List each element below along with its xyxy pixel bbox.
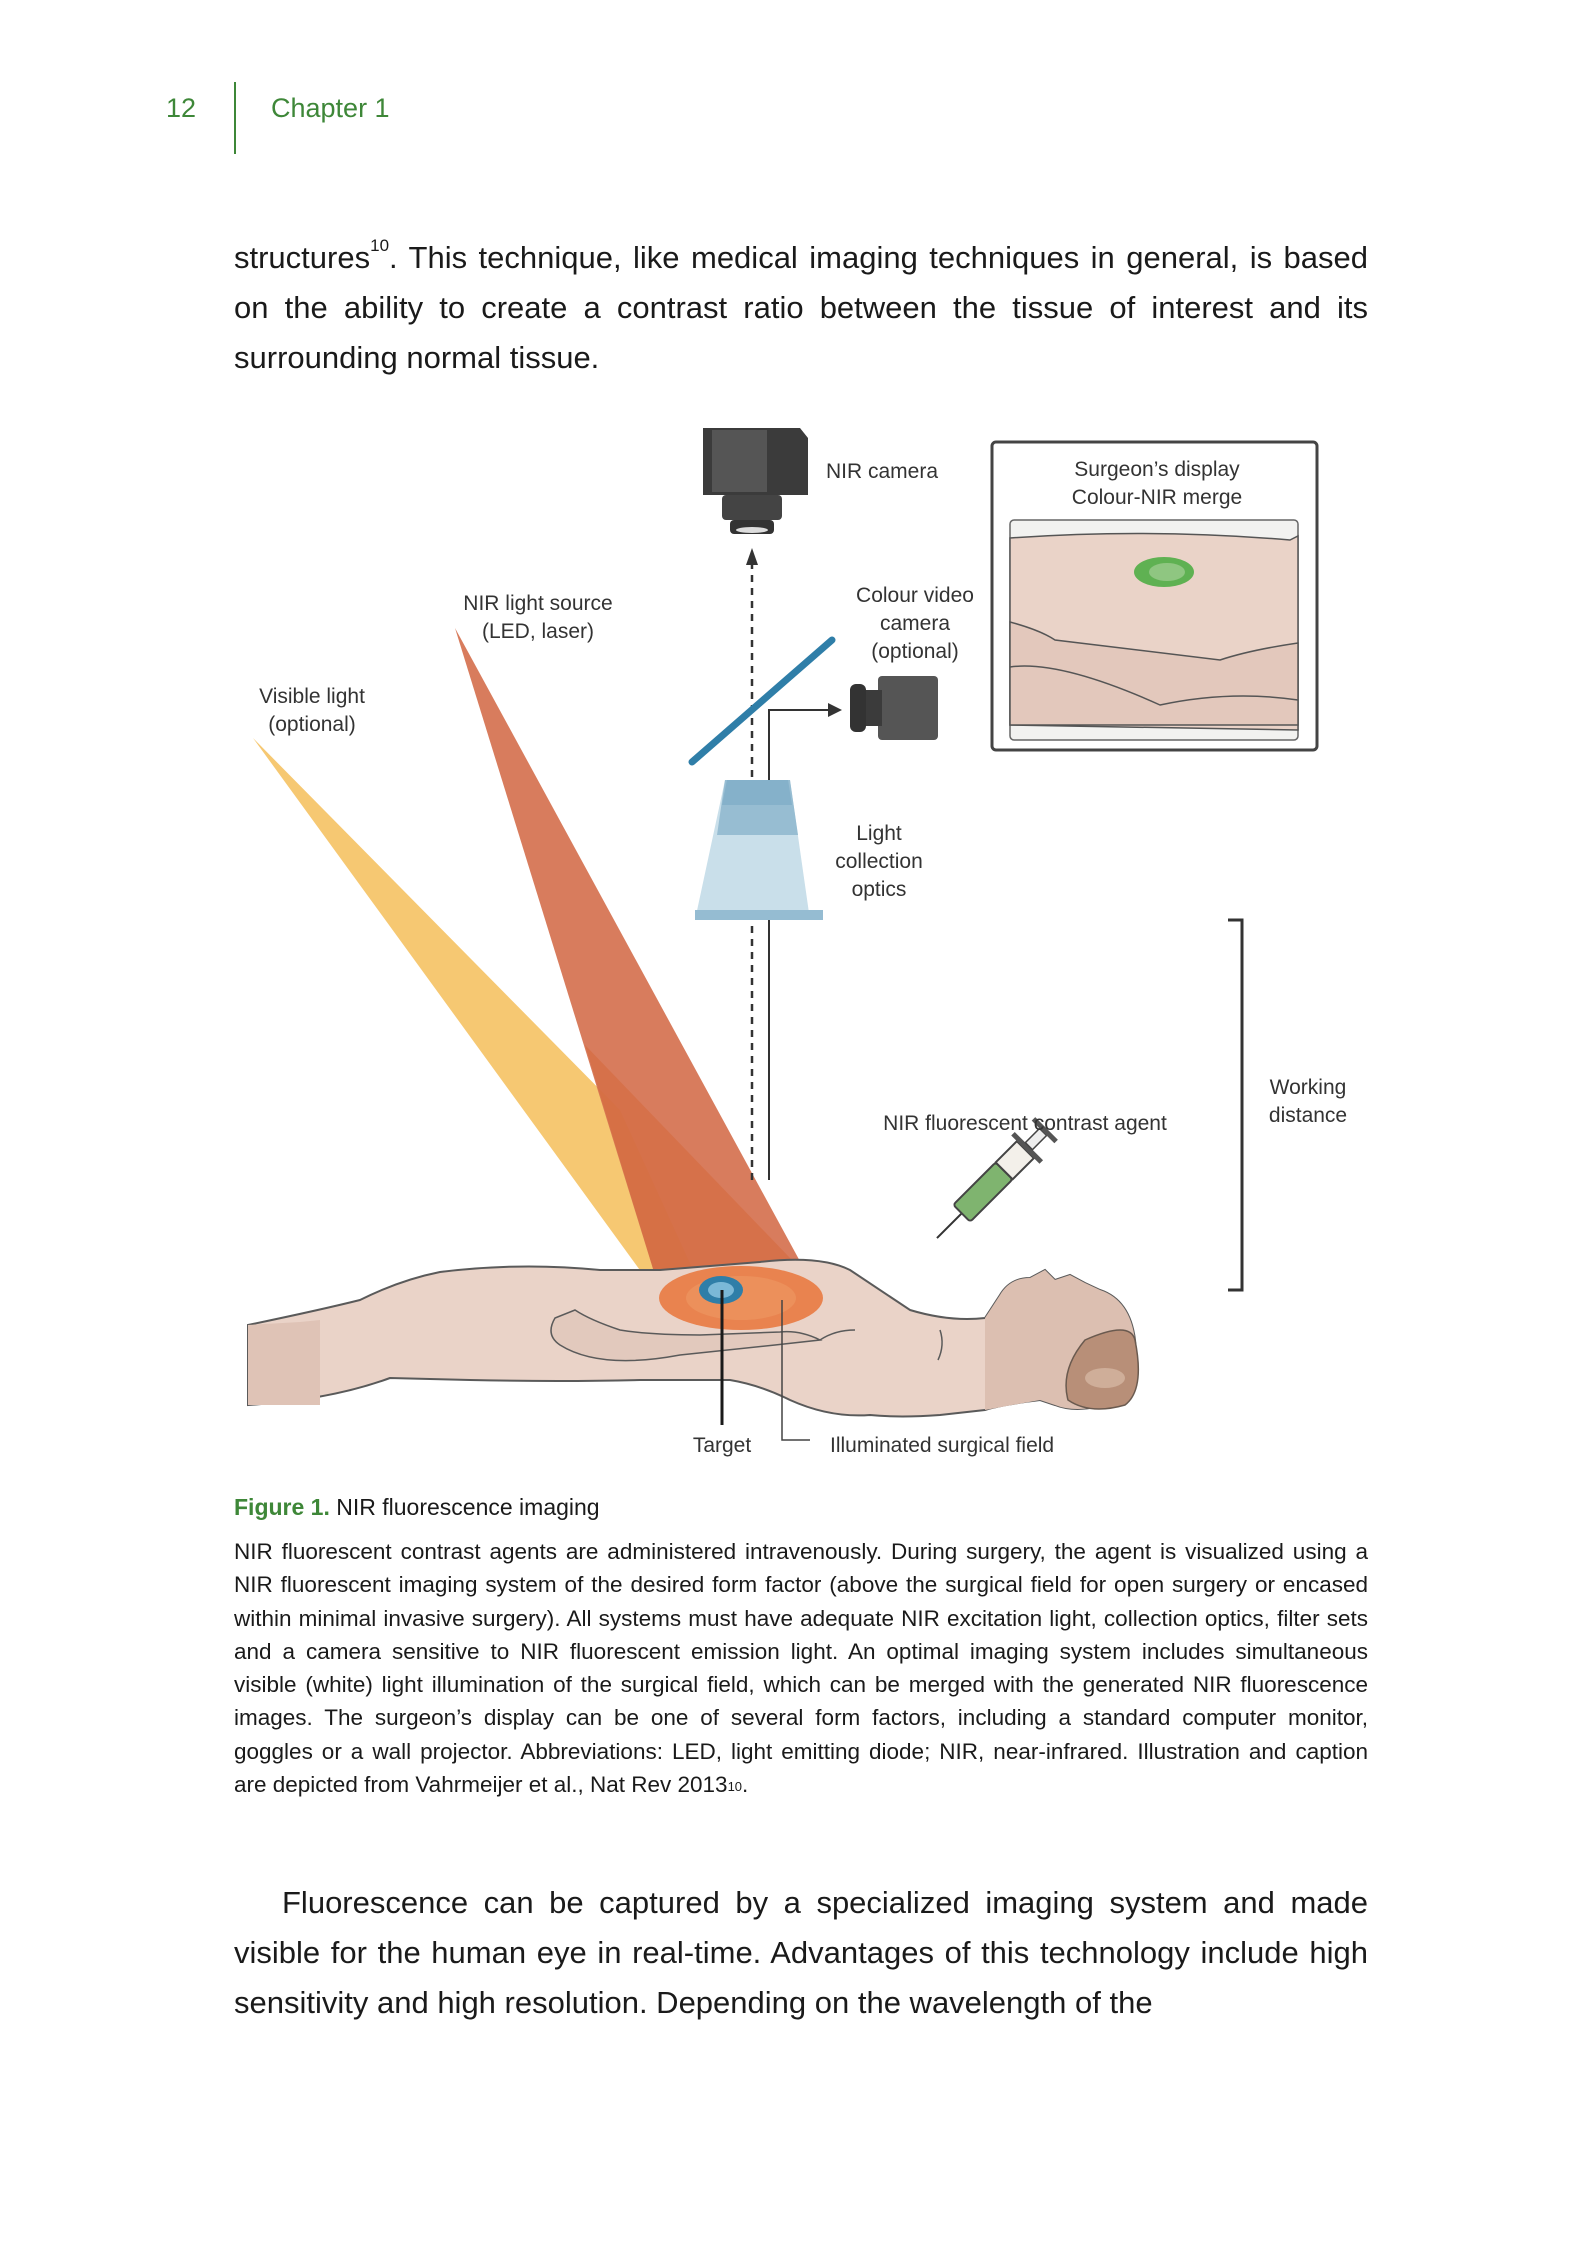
caption-text: NIR fluorescent contrast agents are admi… <box>234 1539 1368 1798</box>
label-working-2: distance <box>1269 1104 1347 1127</box>
label-visible-1: Visible light <box>259 685 365 708</box>
label-colour-cam-1: Colour video <box>856 584 974 607</box>
figure-label: Figure 1. <box>234 1494 330 1520</box>
paragraph-top: structures10. This technique, like medic… <box>234 233 1368 383</box>
page-number: 12 <box>166 93 197 123</box>
figure-caption-title: Figure 1. NIR fluorescence imaging <box>234 1494 600 1521</box>
label-working-1: Working <box>1270 1076 1347 1099</box>
label-target: Target <box>693 1434 752 1457</box>
figure-title: NIR fluorescence imaging <box>329 1494 600 1520</box>
figure-nir-imaging: NIR camera Surgeon’s display Colour-NIR … <box>230 420 1380 1470</box>
label-contrast-agent: NIR fluorescent contrast agent <box>883 1112 1167 1135</box>
paragraph-bottom: Fluorescence can be captured by a specia… <box>234 1885 1368 2020</box>
surgeons-display <box>990 440 1319 752</box>
label-optics-2: collection <box>835 850 923 873</box>
citation-ref[interactable]: 10 <box>370 236 390 255</box>
citation-ref[interactable]: 10 <box>727 1779 743 1795</box>
label-optics-3: optics <box>852 878 907 901</box>
dichroic-mirror <box>688 636 836 766</box>
figure-caption-body: NIR fluorescent contrast agents are admi… <box>234 1535 1368 1801</box>
visible-light-beam <box>253 738 700 1285</box>
label-display-2: Colour-NIR merge <box>1072 486 1242 509</box>
label-nir-source-1: NIR light source <box>463 592 612 615</box>
working-distance-bracket <box>1228 918 1244 1292</box>
label-colour-cam-2: camera <box>880 612 950 635</box>
paragraph-text: structures <box>234 240 371 275</box>
label-colour-cam-3: (optional) <box>871 640 959 663</box>
beam-overlap <box>585 1045 820 1298</box>
label-optics-1: Light <box>856 822 902 845</box>
label-nir-source-2: (LED, laser) <box>482 620 594 643</box>
label-visible-2: (optional) <box>268 713 356 736</box>
light-collection-optics-icon <box>695 780 823 920</box>
colour-camera-icon <box>850 676 938 740</box>
patient-body <box>247 1258 1140 1418</box>
nir-camera-icon <box>703 428 808 534</box>
nir-light-beam <box>455 628 820 1298</box>
header-divider <box>234 82 236 154</box>
label-surgical-field: Illuminated surgical field <box>830 1434 1054 1457</box>
chapter-title: Chapter 1 <box>271 93 390 123</box>
label-display-1: Surgeon’s display <box>1074 458 1240 481</box>
paragraph-text: . This technique, like medical imaging t… <box>234 240 1368 375</box>
caption-text: . <box>742 1772 749 1798</box>
syringe-icon <box>936 1117 1058 1239</box>
label-nir-camera: NIR camera <box>826 460 938 483</box>
